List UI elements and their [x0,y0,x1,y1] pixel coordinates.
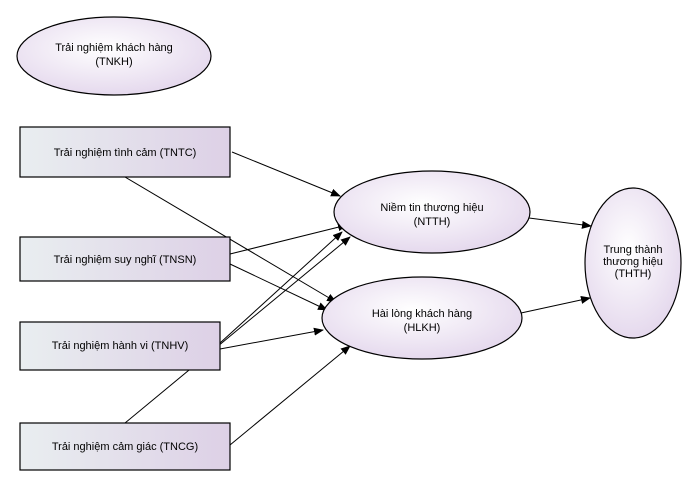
arrow-tnsn-to-ntth [229,223,348,255]
node-ntth-shape [333,170,531,254]
node-tnkh: Trải nghiệm khách hàng (TNKH) [16,16,212,96]
node-thth-label-line1: Trung thành [604,244,663,256]
node-tnkh-label-line2: (TNKH) [95,56,132,68]
node-tnsn-shape [19,236,231,282]
node-tntc-label: Trải nghiệm tình cảm (TNTC) [54,147,197,159]
node-tnhv-shape [19,321,221,371]
node-tnsn: Trải nghiệm suy nghĩ (TNSN) [19,236,231,282]
node-tnkh-shape [16,16,212,96]
arrow-hlkh-to-thth [520,296,591,314]
node-hlkh-shape [321,276,523,360]
node-tnhv-label: Trải nghiệm hành vi (TNHV) [52,340,189,352]
edges-group [124,151,592,446]
arrow-tnhv-to-hlkh [219,327,324,350]
node-tnsn-label: Trải nghiệm suy nghĩ (TNSN) [54,254,197,266]
node-ntth: Niềm tin thương hiệu (NTTH) [333,170,531,254]
node-ntth-label-line2: (NTTH) [414,216,451,228]
node-tntc-shape [19,126,231,178]
node-hlkh-label-line2: (HLKH) [404,322,441,334]
node-hlkh-label-line1: Hài lòng khách hàng [372,308,472,320]
arrow-ntth-to-thth [528,217,592,229]
node-thth-shape [584,187,682,339]
arrow-tntc-to-ntth [231,151,341,197]
node-thth-label-line3: (THTH) [615,268,652,280]
node-thth: Trung thành thương hiệu (THTH) [584,187,682,339]
node-tncg: Trải nghiệm cảm giác (TNCG) [19,422,231,471]
arrow-tncg-to-ntth [124,236,351,424]
arrow-tncg-to-hlkh [229,345,351,446]
node-tnkh-label-line1: Trải nghiệm khách hàng [55,42,173,54]
node-tncg-label: Trải nghiệm cảm giác (TNCG) [52,441,198,453]
node-hlkh: Hài lòng khách hàng (HLKH) [321,276,523,360]
node-thth-label-line2: thương hiệu [603,256,663,268]
arrow-tnhv-to-ntth [219,231,343,344]
node-tnhv: Trải nghiệm hành vi (TNHV) [19,321,221,371]
node-tntc: Trải nghiệm tình cảm (TNTC) [19,126,231,178]
node-ntth-label-line1: Niềm tin thương hiệu [380,202,483,214]
arrow-tnsn-to-hlkh [229,263,328,311]
node-tncg-shape [19,422,231,471]
